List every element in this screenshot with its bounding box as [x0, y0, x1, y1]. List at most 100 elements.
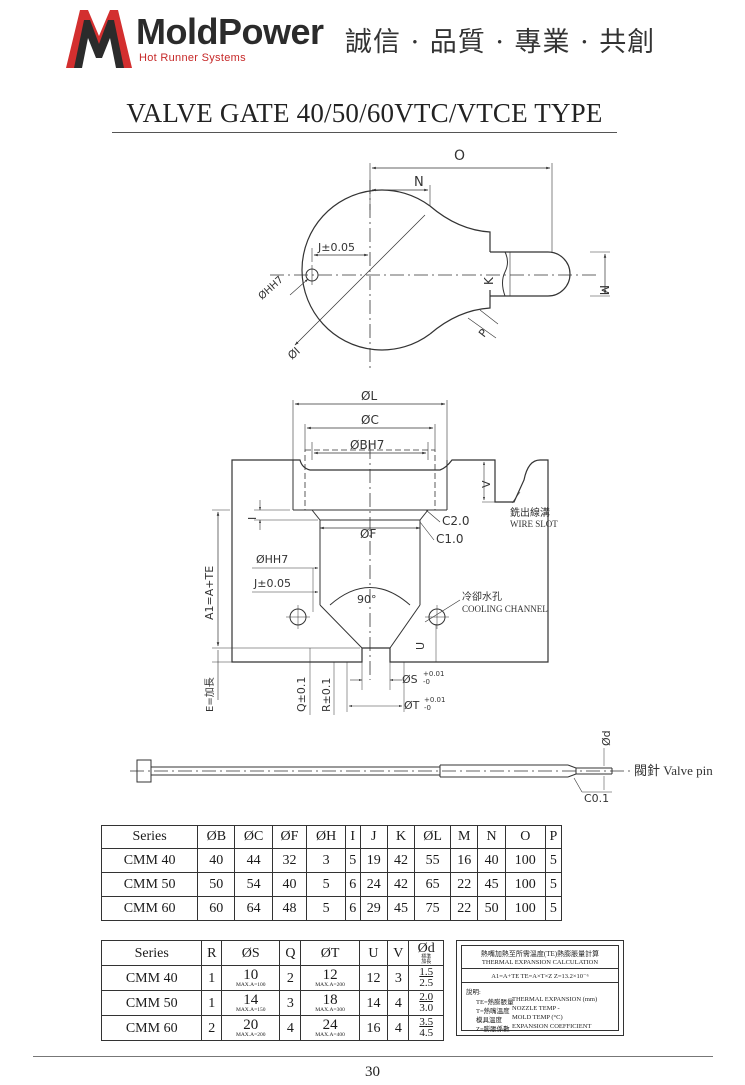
- calc-legend-en-1: NOZZLE TEMP -: [512, 1005, 560, 1012]
- value-cell: 3: [279, 990, 302, 1016]
- dim-j: J±0.05: [317, 241, 355, 254]
- value-cell: 4: [387, 990, 410, 1016]
- column-header: U: [358, 940, 389, 966]
- column-header: P: [544, 825, 563, 849]
- dim-t: ØT: [404, 699, 420, 712]
- t-value: 18: [322, 991, 338, 1008]
- calc-title-en: THERMAL EXPANSION CALCULATION: [481, 959, 599, 966]
- dim-p: P: [476, 326, 491, 340]
- value-cell: 5: [544, 872, 563, 897]
- column-header: ØF: [271, 825, 308, 849]
- od-header-sub: 加長: [421, 959, 432, 965]
- valve-pin-labels: Ød C0.1 閥針 Valve pin: [584, 730, 713, 805]
- calc-legend-zh-0: TE=熱膨脹量: [476, 999, 514, 1006]
- section-view: [212, 400, 549, 715]
- value-cell: 2: [279, 965, 302, 991]
- dim-s-tol-dn: -0: [423, 678, 430, 686]
- column-header: Q: [279, 940, 302, 966]
- s-value: 10: [243, 966, 259, 983]
- d-standard: 1.5: [419, 966, 434, 978]
- value-cell: 5: [544, 896, 563, 921]
- value-cell: 45: [477, 872, 506, 897]
- value-cell: 6: [344, 872, 361, 897]
- value-cell: 5: [306, 896, 346, 921]
- value-cell: 45: [386, 896, 416, 921]
- column-header: Series: [100, 940, 203, 966]
- series-cell: CMM 50: [100, 990, 203, 1016]
- chamfer-c2: C2.0: [442, 514, 469, 528]
- value-cell: 40: [477, 848, 506, 873]
- s-max-note: MAX.A=100: [235, 981, 266, 988]
- dim-h: ØHH7: [256, 274, 286, 303]
- wire-slot-en: WIRE SLOT: [510, 519, 558, 529]
- value-cell: 42: [386, 872, 416, 897]
- dim-i-section: I: [246, 517, 259, 520]
- value-cell: 14: [358, 990, 389, 1016]
- calc-frame: 熱嘴加熱至所需溫度(TE)熱膨脹量計算 THERMAL EXPANSION CA…: [461, 945, 619, 1033]
- angle-90: 90°: [357, 593, 377, 606]
- value-cell: 3: [387, 965, 410, 991]
- thermal-expansion-box: 熱嘴加熱至所需溫度(TE)熱膨脹量計算 THERMAL EXPANSION CA…: [456, 940, 624, 1036]
- t-value: 12: [322, 966, 338, 983]
- value-cell: 1: [201, 990, 223, 1016]
- calc-title-zh: 熱嘴加熱至所需溫度(TE)熱膨脹量計算: [480, 950, 600, 958]
- value-cell: 24: [359, 872, 388, 897]
- chamfer-c1: C1.0: [436, 532, 463, 546]
- calc-formula: A1=A+TE TE=A×T×Z Z=13.2×10⁻⁶: [491, 973, 589, 980]
- chamfer-c01: C0.1: [584, 792, 609, 805]
- s-value: 20: [243, 1016, 259, 1033]
- dim-v: V: [480, 480, 493, 488]
- value-cell: 1: [201, 965, 223, 991]
- dim-m: M: [597, 285, 611, 295]
- slogan: 誠信 · 品質 · 專業 · 共創: [345, 27, 656, 58]
- dim-r: R±0.1: [320, 678, 333, 712]
- cooling-zh: 冷卻水孔: [462, 590, 502, 603]
- value-cell: 29: [359, 896, 388, 921]
- brand-tagline: Hot Runner Systems: [139, 52, 246, 64]
- value-cell: 16: [450, 848, 479, 873]
- value-cell: 22: [450, 896, 479, 921]
- dim-t-tol-dn: -0: [424, 704, 431, 712]
- column-header: ØH: [306, 825, 346, 849]
- valve-pin-view: [130, 748, 630, 793]
- s-value: 14: [243, 991, 259, 1008]
- t-value: 24: [322, 1016, 338, 1033]
- series-cell: CMM 50: [100, 872, 199, 897]
- t-max-note: MAX.A=400: [315, 1031, 345, 1038]
- value-cell: 42: [386, 848, 416, 873]
- d-standard: 3.5: [419, 1016, 434, 1028]
- value-cell: 48: [271, 896, 308, 921]
- value-cell: 6: [344, 896, 361, 921]
- value-cell: 40: [271, 872, 308, 897]
- dim-o: O: [454, 148, 465, 164]
- od-header-label: Ød: [417, 940, 435, 956]
- value-cell: 54: [234, 872, 273, 897]
- d-extended: 2.5: [419, 977, 434, 989]
- calc-legend-en-3: EXPANSION COEFFICIENT: [512, 1023, 592, 1030]
- calc-divider: [462, 968, 618, 969]
- brand-name: MoldPower: [136, 11, 324, 52]
- s-max-note: MAX.A=150: [235, 1006, 266, 1013]
- dim-h-section: ØHH7: [256, 553, 288, 566]
- value-cell: 16: [358, 1015, 389, 1041]
- value-cell: 100: [504, 872, 546, 897]
- dim-d: Ød: [600, 730, 613, 746]
- column-header: ØT: [300, 940, 360, 966]
- value-cell: 100: [504, 848, 546, 873]
- value-cell: 4: [279, 1015, 302, 1041]
- page-number: 30: [365, 1064, 380, 1080]
- section-view-labels: ØL ØC ØBH7 V I 銑出線溝 WIRE SLOT C2.0 C1.0 …: [203, 389, 558, 712]
- value-cell: 5: [344, 848, 361, 873]
- page-title: VALVE GATE 40/50/60VTC/VTCE TYPE: [126, 98, 603, 128]
- dim-s: ØS: [402, 673, 418, 686]
- wire-slot-zh: 銑出線溝: [510, 506, 550, 519]
